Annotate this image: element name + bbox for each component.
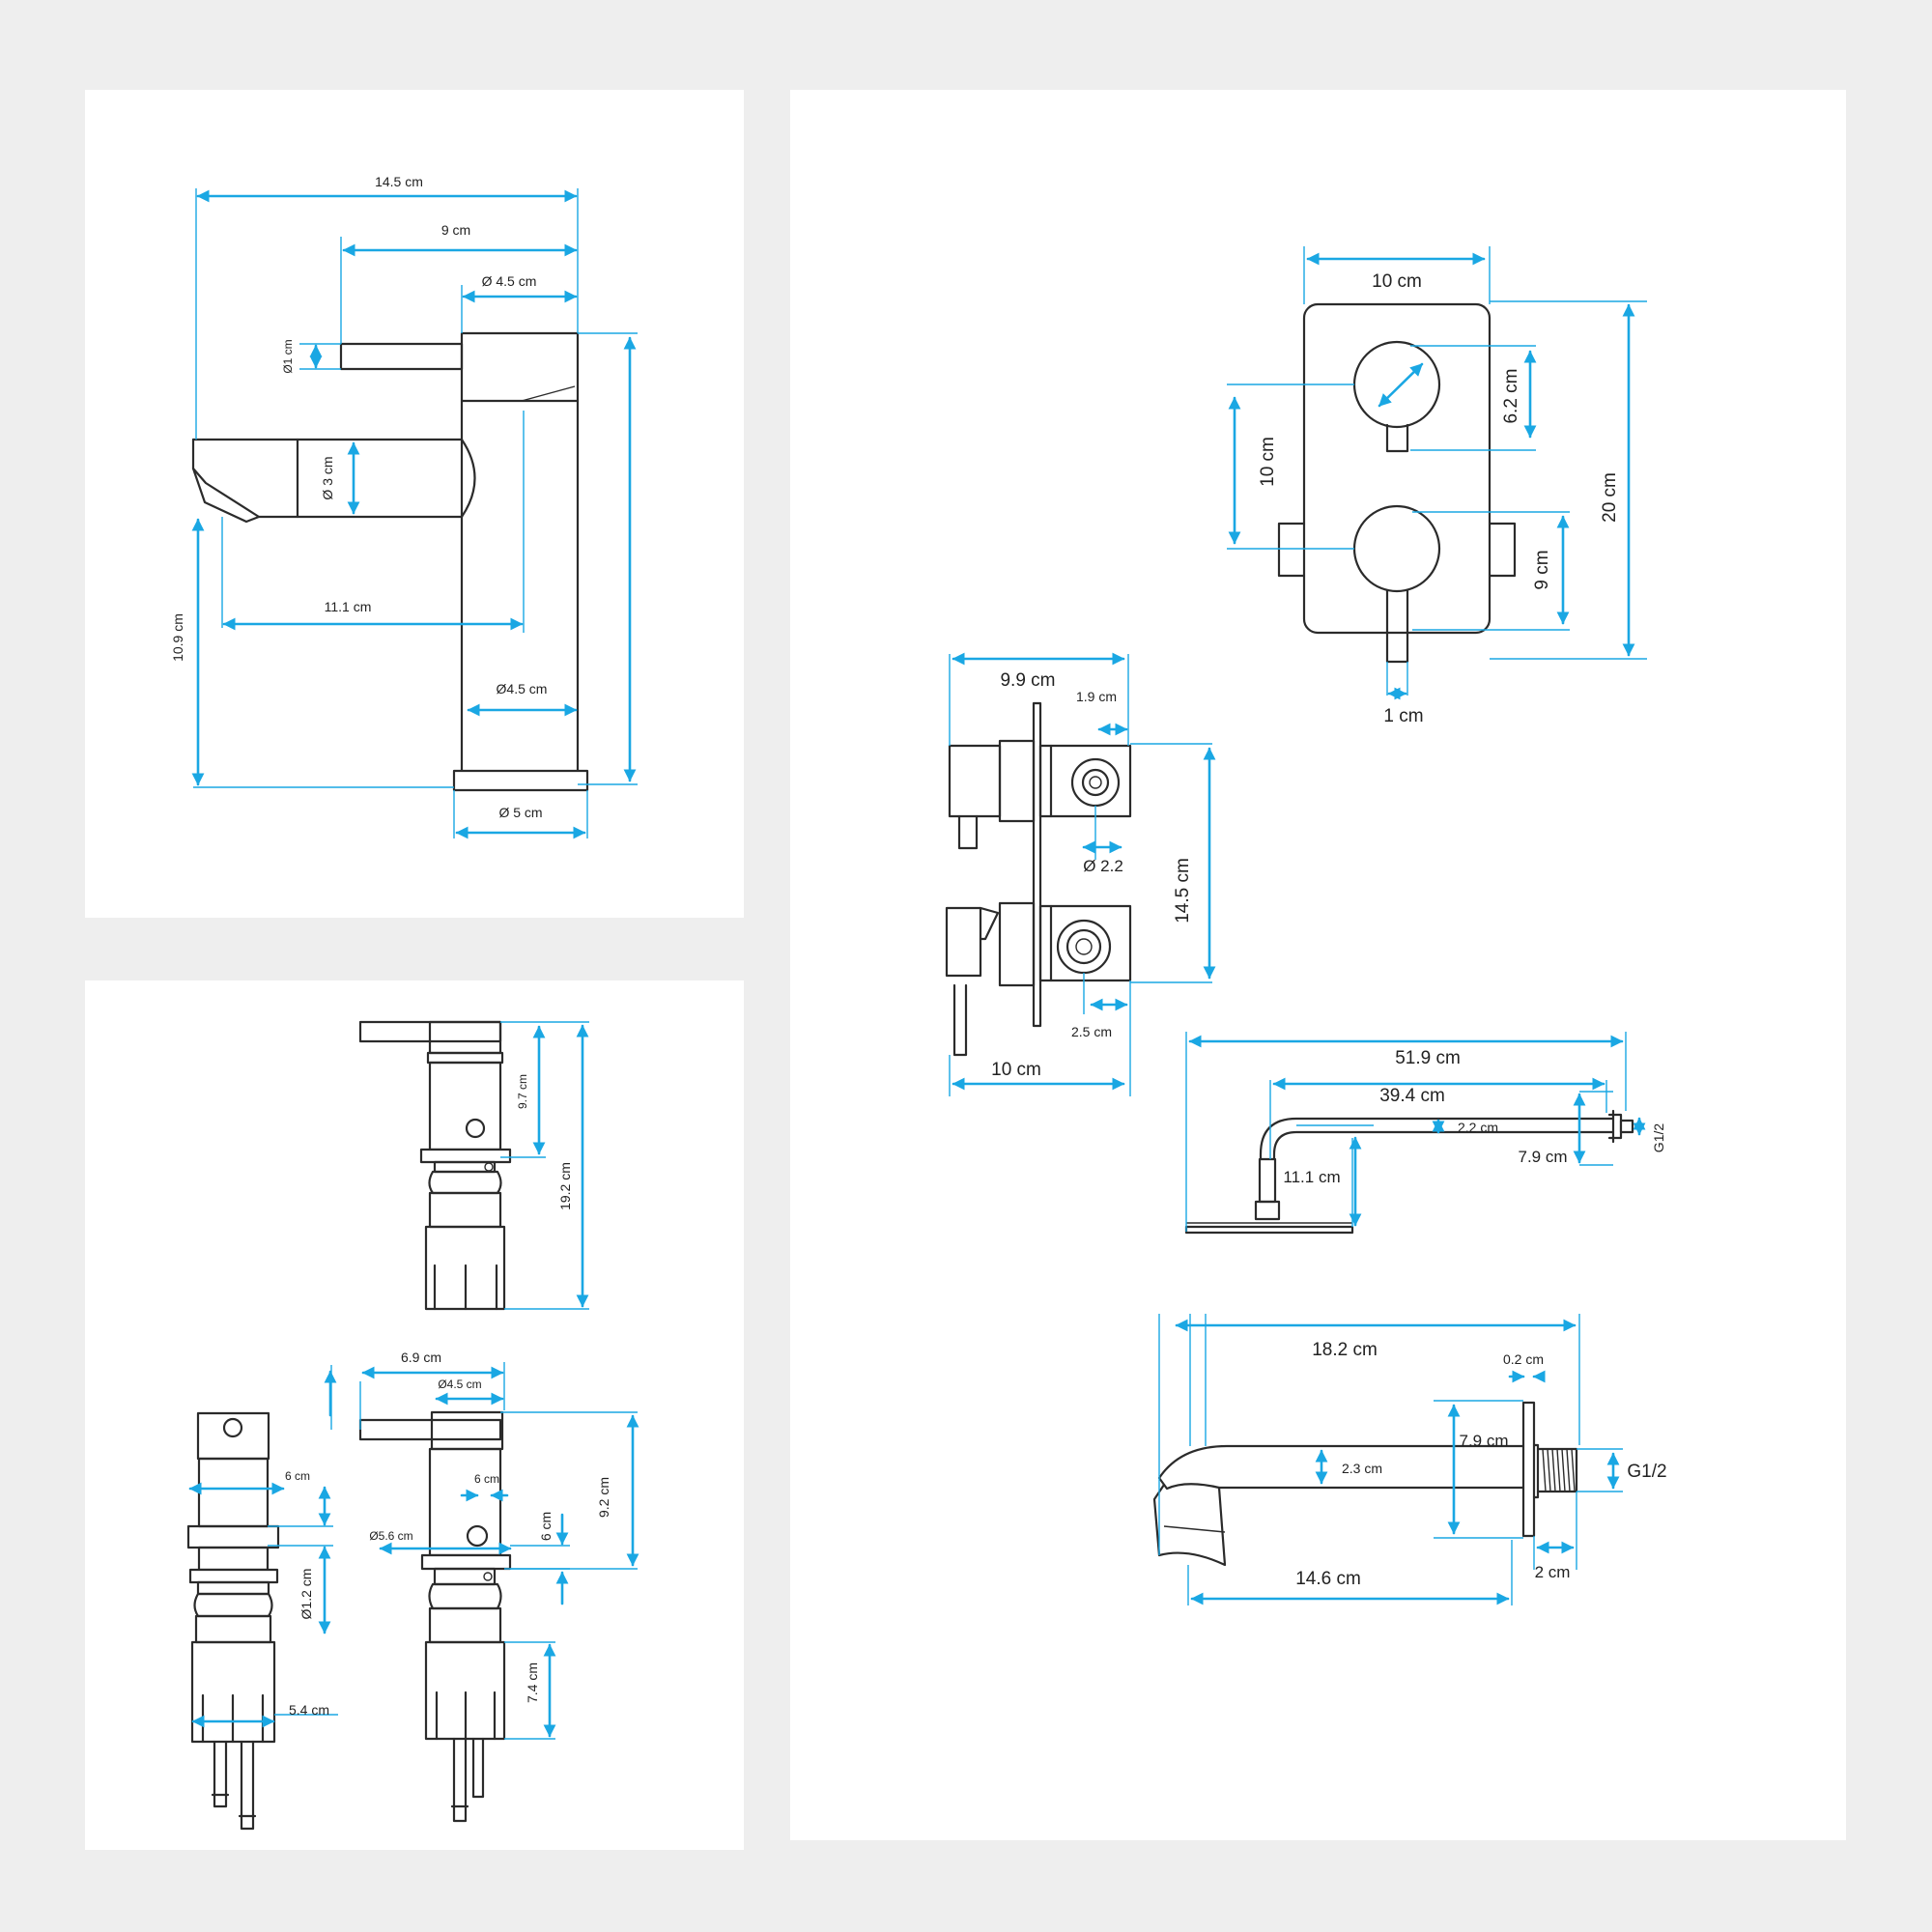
valve-right-drawing [358,1410,512,1823]
bath-spout-dimensions: 18.2 cm 0.2 cm 7.9 cm 2.3 cm G1/2 2 cm 1… [1158,1314,1667,1605]
valve-left-dimensions: 6 cm Ø1.2 cm 5.4 cm [188,1469,338,1728]
dim-lower-handle: 9 cm [1532,550,1552,589]
dim-thread-length: 2 cm [1535,1563,1571,1581]
dim-flange-diameter: Ø5.6 cm [369,1529,412,1543]
dim-upper-handle: 6.2 cm [1501,368,1521,423]
dim-body-diameter: Ø4.5 cm [497,681,548,696]
dim-pipe-diameter-arm: 2.2 cm [1458,1120,1498,1135]
dim-upper-height: 9.7 cm [516,1074,529,1109]
dim-lever: 1 cm [1383,706,1423,726]
valve-upper-dimensions: 9.7 cm 19.2 cm [500,1021,589,1310]
dim-handle-diameter: Ø4.5 cm [438,1378,481,1391]
dim-drop: 11.1 cm [1283,1168,1340,1186]
basin-mixer-dimensions: 14.5 cm 9 cm Ø 4.5 cm Ø1 cm Ø 3 cm 11.1 … [170,174,638,839]
valve-right-dimensions: 6.9 cm Ø4.5 cm 6 cm Ø5.6 cm 6 cm 9.2 cm … [324,1350,639,1740]
dim-spout-reach: 11.1 cm [325,599,372,614]
dim-spout-diameter-bath: 2.3 cm [1342,1461,1382,1476]
dim-valve-depth: 9.9 cm [1000,670,1055,691]
valve-side-dimensions: 9.9 cm 1.9 cm Ø 2.2 14.5 cm 2.5 cm 10 cm [949,652,1216,1096]
dim-spout-total-length: 18.2 cm [1312,1340,1378,1360]
dim-handle-reach: 6.9 cm [401,1350,441,1365]
dim-slot-width-b: 6 cm [474,1472,499,1486]
dim-offset-bottom: 2.5 cm [1071,1024,1112,1039]
dim-lower-height: 7.4 cm [525,1662,540,1703]
panel-concealed-valves [85,980,744,1850]
dim-offset-top: 1.9 cm [1076,689,1117,704]
wall-plate-drawing [1277,302,1517,664]
valve-upper-drawing [358,1020,512,1311]
dim-handle-spacing: 10 cm [1258,437,1278,487]
shower-arm-dimensions: 51.9 cm 39.4 cm 2.2 cm 7.9 cm 11.1 cm G1… [1185,1032,1666,1232]
dim-spout-reach: 14.6 cm [1295,1569,1361,1589]
dim-body-height: 9.2 cm [596,1477,611,1518]
dim-flange-spout: 7.9 cm [1459,1432,1508,1450]
panel-shower-set [790,90,1846,1840]
dim-total-height: 19.2 cm [557,1162,573,1210]
dim-spout-height: 10.9 cm [170,613,185,662]
dim-plate-offset: 6 cm [538,1512,554,1541]
dim-base-width: 5.4 cm [289,1702,329,1718]
dim-thread-spout: G1/2 [1627,1462,1666,1482]
valve-left-drawing [186,1411,280,1831]
dim-valve-height: 14.5 cm [1173,858,1193,923]
wall-plate-dimensions: 10 cm 20 cm 10 cm 6.2 cm 9 cm 1 cm [1227,246,1647,726]
dim-port-diameter: Ø 2.2 [1083,857,1123,875]
dim-plate-thickness: 0.2 cm [1503,1351,1544,1367]
dim-width-bottom: 10 cm [991,1060,1041,1080]
dim-flange-arm: 7.9 cm [1518,1148,1567,1166]
dim-lever-reach: 9 cm [441,222,470,238]
basin-mixer-drawing [191,331,589,792]
dim-arm-length: 39.4 cm [1379,1086,1445,1106]
dim-overall-width: 14.5 cm [375,174,423,189]
dim-total-length: 51.9 cm [1395,1048,1461,1068]
valve-side-drawing [945,701,1132,1057]
dim-lever-diameter: Ø1 cm [281,339,295,373]
dim-thread-arm: G1/2 [1651,1123,1666,1153]
dim-body-diameter-top: Ø 4.5 cm [482,273,537,289]
dim-plate-width: 10 cm [1372,271,1422,292]
dim-spout-diameter: Ø 3 cm [320,456,335,499]
dim-plate-height: 20 cm [1600,472,1620,523]
panel-basin-mixer [85,90,744,918]
dim-slot-width-a: 6 cm [285,1469,310,1483]
dim-base-diameter: Ø 5 cm [498,805,542,820]
dim-pipe-diameter: Ø1.2 cm [298,1569,314,1620]
